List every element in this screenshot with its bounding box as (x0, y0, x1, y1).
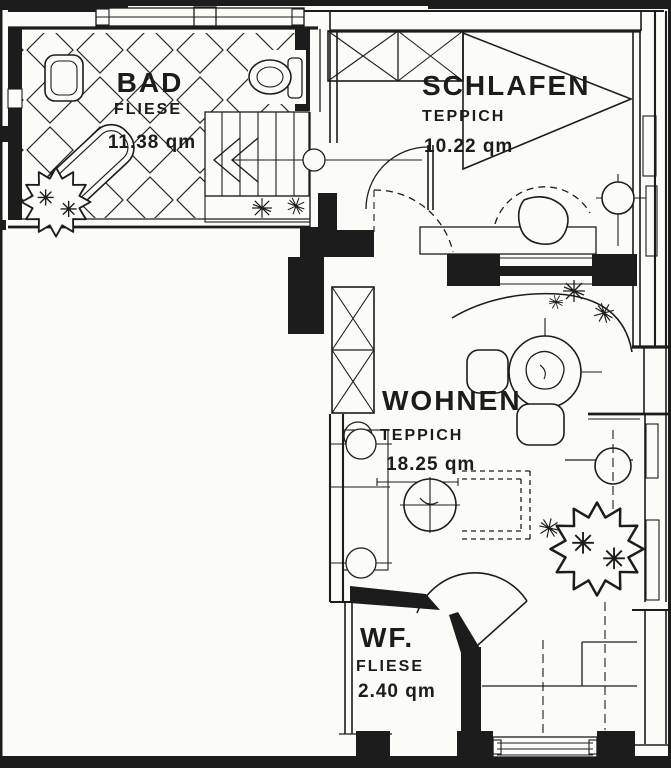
hall-wardrobe (331, 286, 375, 414)
wohnen-floor-label: TEPPICH (380, 427, 463, 444)
door-swing-dashed (373, 189, 454, 253)
bad-floor-label: FLIESE (114, 101, 182, 118)
seating-curve (451, 292, 633, 353)
living-room-plant-icon (549, 501, 645, 597)
bedroom-sideboard (419, 226, 597, 255)
bad-area-label: 11.38 qm (108, 132, 196, 153)
top-window (95, 6, 305, 28)
wohnen-label: WOHNEN (382, 385, 522, 416)
curve-sprig-icon (589, 298, 619, 328)
entrance-door (365, 145, 434, 210)
bedroom-triangle-marking (462, 31, 634, 171)
room-labels: BAD FLIESE 11.38 qm SCHLAFEN TEPPICH 10.… (108, 67, 590, 702)
bedroom-door-swing-dashed (494, 186, 591, 225)
wf-area-label: 2.40 qm (358, 681, 436, 702)
wf-floor-label: FLIESE (356, 658, 424, 675)
right-wall-windows (642, 115, 660, 601)
wf-label: WF. (360, 622, 414, 653)
curve-sprig-icon (562, 279, 586, 303)
chimney-wall (288, 193, 374, 334)
wohnen-area-label: 18.25 qm (386, 454, 475, 475)
bedroom-chair (517, 196, 569, 246)
schlafen-area-label: 10.22 qm (424, 136, 513, 157)
stair-direction-circle (302, 148, 326, 172)
wf-door-swing (416, 572, 528, 614)
schlafen-label: SCHLAFEN (422, 70, 590, 101)
bedroom-stool (596, 174, 646, 246)
table-chair (516, 403, 565, 446)
table-chair (466, 349, 509, 394)
hall (288, 145, 454, 451)
bottom-window (457, 731, 635, 759)
bathroom (7, 29, 321, 238)
entrance-wf (339, 572, 528, 758)
washbasin (44, 54, 84, 102)
axis-lines (542, 602, 606, 736)
bad-label: BAD (117, 67, 184, 98)
toilet (248, 50, 306, 104)
schlafen-floor-label: TEPPICH (422, 108, 505, 125)
curve-sprig-icon (546, 292, 566, 312)
dashed-furniture (462, 470, 531, 540)
bedroom-divider-wall (447, 254, 637, 286)
outer-walls (8, 9, 668, 758)
living-room (328, 279, 645, 736)
planter-strip (204, 194, 311, 223)
bay-partition-lines (482, 641, 637, 687)
staircase (204, 111, 422, 223)
bedroom (327, 30, 646, 347)
wall-radiator-strip (330, 428, 392, 579)
desk-area (376, 470, 531, 540)
